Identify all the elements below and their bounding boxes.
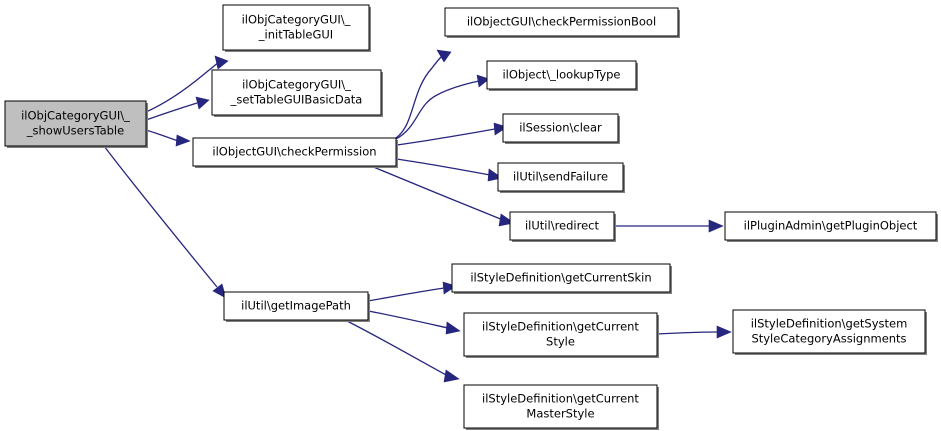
graph-node-initTableGUI[interactable]: ilObjCategoryGUI\__initTableGUI	[222, 4, 371, 52]
node-box[interactable]	[497, 162, 624, 192]
call-edge-checkPermission-to-lookupType	[395, 74, 490, 140]
call-edge-getImagePath-to-getCurrentStyle	[367, 310, 461, 335]
node-label: ilUtil\getImagePath	[241, 299, 351, 313]
arrowhead-icon	[445, 321, 461, 335]
edge-line	[367, 287, 445, 302]
call-edge-getImagePath-to-getCurrentSkin	[367, 281, 457, 302]
arrowhead-icon	[214, 55, 229, 70]
graph-node-checkPermission[interactable]: ilObjectGUI\checkPermission	[192, 137, 398, 168]
node-label: ilStyleDefinition\getCurrentSkin	[470, 271, 651, 285]
node-label: ilStyleDefinition\getCurrent	[482, 320, 639, 334]
node-label: MasterStyle	[526, 407, 594, 421]
edge-line	[395, 80, 480, 140]
node-box[interactable]	[444, 7, 679, 37]
graph-node-redirect[interactable]: ilUtil\redirect	[509, 211, 616, 242]
node-box[interactable]	[463, 312, 658, 357]
arrowhead-icon	[708, 219, 724, 233]
graph-node-sendFailure[interactable]: ilUtil\sendFailure	[497, 162, 625, 193]
call-edge-getImagePath-to-getCurrentMasterStyle	[344, 319, 460, 383]
call-edge-showUsersTable-to-initTableGUI	[145, 55, 229, 113]
graph-node-getPluginObject[interactable]: ilPluginAdmin\getPluginObject	[724, 211, 938, 242]
node-label: _showUsersTable	[26, 124, 124, 138]
edge-line	[656, 331, 718, 335]
arrowhead-icon	[195, 96, 210, 110]
arrowhead-icon	[716, 325, 732, 339]
node-label: StyleCategoryAssignments	[751, 332, 906, 346]
node-label: ilObjectGUI\checkPermissionBool	[467, 15, 656, 29]
edge-line	[395, 128, 496, 146]
node-label: ilUtil\redirect	[525, 219, 599, 233]
node-box[interactable]	[192, 137, 397, 167]
edge-line	[145, 102, 198, 121]
edge-line	[367, 310, 449, 329]
arrowhead-icon	[476, 74, 490, 88]
edges-layer	[103, 49, 732, 383]
edge-line	[103, 145, 218, 288]
edge-line	[145, 61, 220, 113]
node-box[interactable]	[223, 291, 369, 321]
node-label: ilStyleDefinition\getSystem	[751, 317, 908, 331]
node-box[interactable]	[463, 384, 658, 429]
call-edge-checkPermission-to-sessionClear	[395, 122, 508, 146]
node-box[interactable]	[451, 263, 671, 293]
node-label: ilObjCategoryGUI\_	[242, 78, 351, 92]
nodes-layer: ilObjCategoryGUI\__showUsersTableilObjCa…	[4, 4, 938, 430]
call-edge-checkPermission-to-sendFailure	[395, 158, 503, 182]
node-box[interactable]	[732, 309, 926, 354]
node-box[interactable]	[509, 211, 615, 241]
node-label: ilObject\_lookupType	[502, 68, 620, 82]
arrowhead-icon	[175, 134, 191, 147]
graph-node-showUsersTable[interactable]: ilObjCategoryGUI\__showUsersTable	[4, 100, 148, 148]
arrowhead-icon	[212, 283, 227, 299]
node-box[interactable]	[502, 113, 619, 143]
node-label: ilUtil\sendFailure	[513, 170, 608, 184]
arrowhead-icon	[436, 49, 452, 63]
graph-node-getSystemStyleCategoryAssignments[interactable]: ilStyleDefinition\getSystemStyleCategory…	[732, 309, 927, 355]
edge-line	[370, 165, 504, 221]
call-edge-checkPermission-to-checkPermissionBool	[395, 49, 452, 139]
node-label: ilStyleDefinition\getCurrent	[482, 392, 639, 406]
node-box[interactable]	[211, 69, 382, 116]
graph-node-setTableGUIBasicData[interactable]: ilObjCategoryGUI\__setTableGUIBasicData	[211, 69, 383, 117]
call-edge-showUsersTable-to-checkPermission	[145, 129, 191, 147]
node-label: _setTableGUIBasicData	[230, 93, 363, 107]
edge-line	[395, 158, 491, 176]
node-label: ilObjCategoryGUI\_	[21, 109, 130, 123]
node-label: ilPluginAdmin\getPluginObject	[744, 219, 918, 233]
node-box[interactable]	[486, 60, 637, 90]
node-label: _initTableGUI	[258, 28, 333, 42]
call-edge-showUsersTable-to-getImagePath	[103, 145, 227, 299]
graph-node-getImagePath[interactable]: ilUtil\getImagePath	[223, 291, 370, 322]
node-box[interactable]	[222, 4, 370, 51]
graph-node-getCurrentSkin[interactable]: ilStyleDefinition\getCurrentSkin	[451, 263, 672, 294]
node-label: Style	[546, 335, 575, 349]
edge-line	[344, 319, 449, 377]
edge-line	[395, 55, 443, 139]
graph-node-sessionClear[interactable]: ilSession\clear	[502, 113, 620, 144]
node-box[interactable]	[724, 211, 937, 241]
call-edge-getCurrentStyle-to-getSystemStyleCategoryAssignments	[656, 325, 732, 339]
call-edge-showUsersTable-to-setTableGUIBasicData	[145, 96, 210, 121]
graph-node-checkPermissionBool[interactable]: ilObjectGUI\checkPermissionBool	[444, 7, 680, 38]
node-label: ilSession\clear	[519, 121, 602, 135]
node-box[interactable]	[4, 100, 147, 147]
node-label: ilObjectGUI\checkPermission	[212, 145, 376, 159]
graph-node-lookupType[interactable]: ilObject\_lookupType	[486, 60, 638, 91]
call-edge-redirect-to-getPluginObject	[614, 219, 724, 233]
edge-line	[145, 129, 179, 142]
arrowhead-icon	[443, 369, 460, 383]
node-label: ilObjCategoryGUI\_	[242, 13, 351, 27]
